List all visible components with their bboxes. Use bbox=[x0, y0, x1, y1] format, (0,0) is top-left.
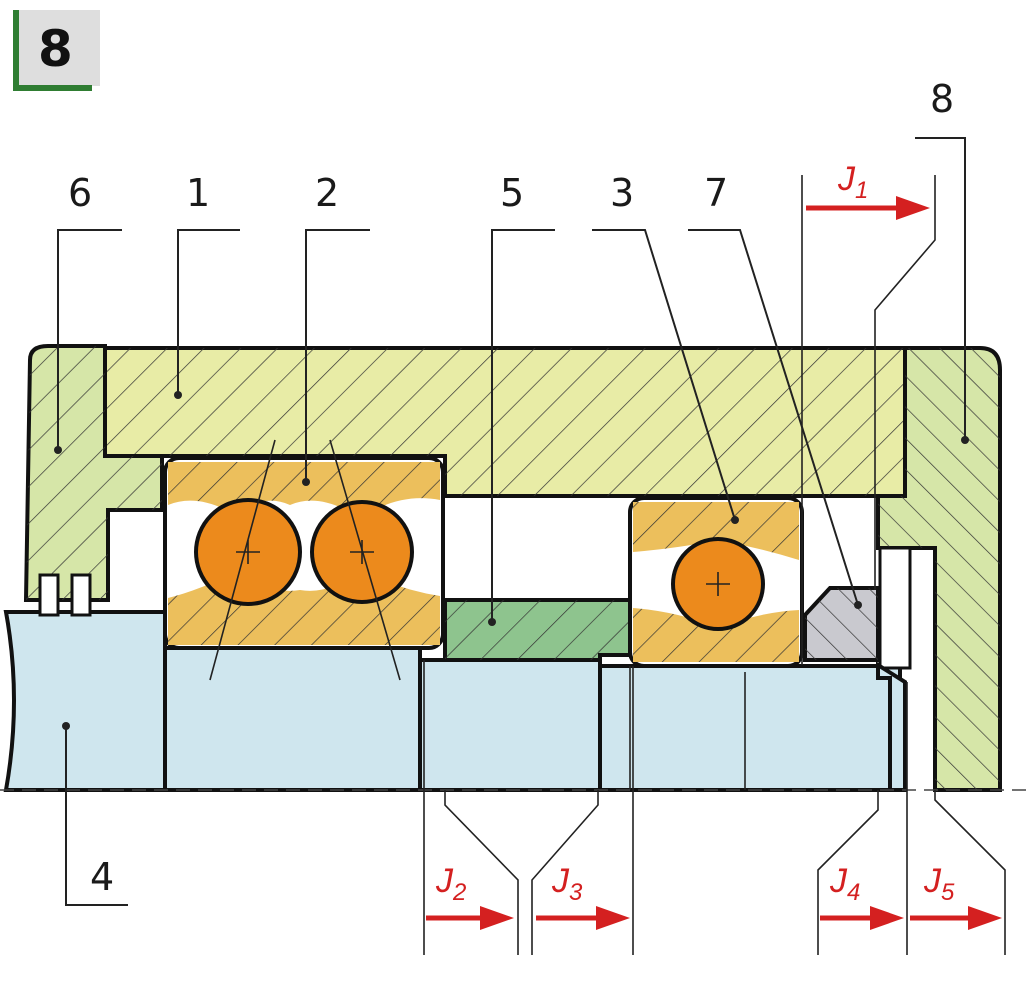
shaft-end-section bbox=[3, 610, 167, 792]
figure-badge: 8 bbox=[13, 10, 100, 91]
j5-label: J5 bbox=[923, 862, 955, 906]
spacer-sleeve bbox=[443, 598, 632, 662]
callout-8: 8 bbox=[930, 77, 954, 121]
shaft-step-2 bbox=[418, 658, 602, 792]
bearing-3-inner-hatch bbox=[633, 608, 799, 662]
j4-label: J4 bbox=[829, 862, 860, 906]
seal-lip-2 bbox=[70, 573, 92, 617]
j2-label: J2 bbox=[435, 862, 466, 906]
left-cover-hatch bbox=[26, 346, 162, 600]
callout-4: 4 bbox=[90, 855, 114, 899]
single-row-bearing bbox=[628, 496, 804, 668]
clearance-gap-block bbox=[878, 546, 912, 670]
j4-ext-left bbox=[817, 790, 879, 955]
washer-hatch bbox=[805, 588, 878, 660]
dot-5 bbox=[488, 618, 496, 626]
contact-line-2a bbox=[209, 439, 276, 681]
clearance-j2: J2 bbox=[426, 862, 514, 930]
j1-label: J1 bbox=[837, 160, 868, 204]
leader-8 bbox=[915, 137, 966, 440]
dot-2 bbox=[302, 478, 310, 486]
shaft-step-1 bbox=[163, 646, 422, 792]
callout-1: 1 bbox=[186, 171, 210, 215]
dot-6 bbox=[54, 446, 62, 454]
leader-1 bbox=[177, 229, 240, 395]
dot-1 bbox=[174, 391, 182, 399]
double-row-bearing bbox=[163, 439, 445, 681]
callout-5: 5 bbox=[500, 171, 524, 215]
right-cover bbox=[876, 346, 1002, 792]
j3-ext-left bbox=[531, 790, 599, 955]
j2-ext-right bbox=[444, 790, 519, 955]
callout-2: 2 bbox=[315, 171, 339, 215]
ball-3-center-mark bbox=[706, 572, 730, 596]
contact-line-2b bbox=[329, 439, 401, 681]
leader-5 bbox=[491, 229, 555, 622]
left-cover bbox=[23, 344, 164, 617]
clearance-j4: J4 bbox=[820, 862, 904, 930]
clearance-j1: J1 bbox=[806, 160, 930, 220]
shaft-step-3 bbox=[598, 664, 902, 792]
j5-arrow-head bbox=[968, 906, 1002, 930]
j4-arrow-head bbox=[870, 906, 904, 930]
callout-6: 6 bbox=[68, 171, 92, 215]
callout-7: 7 bbox=[704, 171, 728, 215]
leader-7 bbox=[688, 229, 859, 606]
leader-3 bbox=[592, 229, 736, 521]
bearing-3-outer-hatch bbox=[633, 502, 799, 560]
leader-6 bbox=[57, 229, 122, 450]
dot-7 bbox=[854, 601, 862, 609]
leader-2 bbox=[305, 229, 370, 482]
ball-2a-center-mark bbox=[236, 540, 260, 564]
badge-border bbox=[13, 10, 92, 91]
dot-8 bbox=[961, 436, 969, 444]
shaft bbox=[3, 610, 902, 792]
clearance-extension-lines bbox=[423, 175, 1006, 955]
leader-4 bbox=[65, 726, 128, 906]
j5-ext-right bbox=[934, 790, 1006, 955]
j3-label: J3 bbox=[551, 862, 583, 906]
clearance-j3: J3 bbox=[536, 862, 630, 930]
dot-4 bbox=[62, 722, 70, 730]
j2-arrow-head bbox=[480, 906, 514, 930]
washer bbox=[803, 586, 880, 662]
callout-3: 3 bbox=[610, 171, 634, 215]
right-cover-hatch bbox=[878, 348, 1000, 790]
clearance-j5: J5 bbox=[910, 862, 1002, 930]
badge-number: 8 bbox=[38, 20, 73, 78]
leader-lines bbox=[54, 137, 969, 906]
dot-3 bbox=[731, 516, 739, 524]
j3-arrow-head bbox=[596, 906, 630, 930]
spacer-hatch bbox=[445, 600, 630, 660]
badge-background bbox=[16, 10, 100, 86]
seal-lip-1 bbox=[38, 573, 60, 617]
j1-ext-right bbox=[874, 175, 936, 590]
j1-arrow-head bbox=[896, 196, 930, 220]
